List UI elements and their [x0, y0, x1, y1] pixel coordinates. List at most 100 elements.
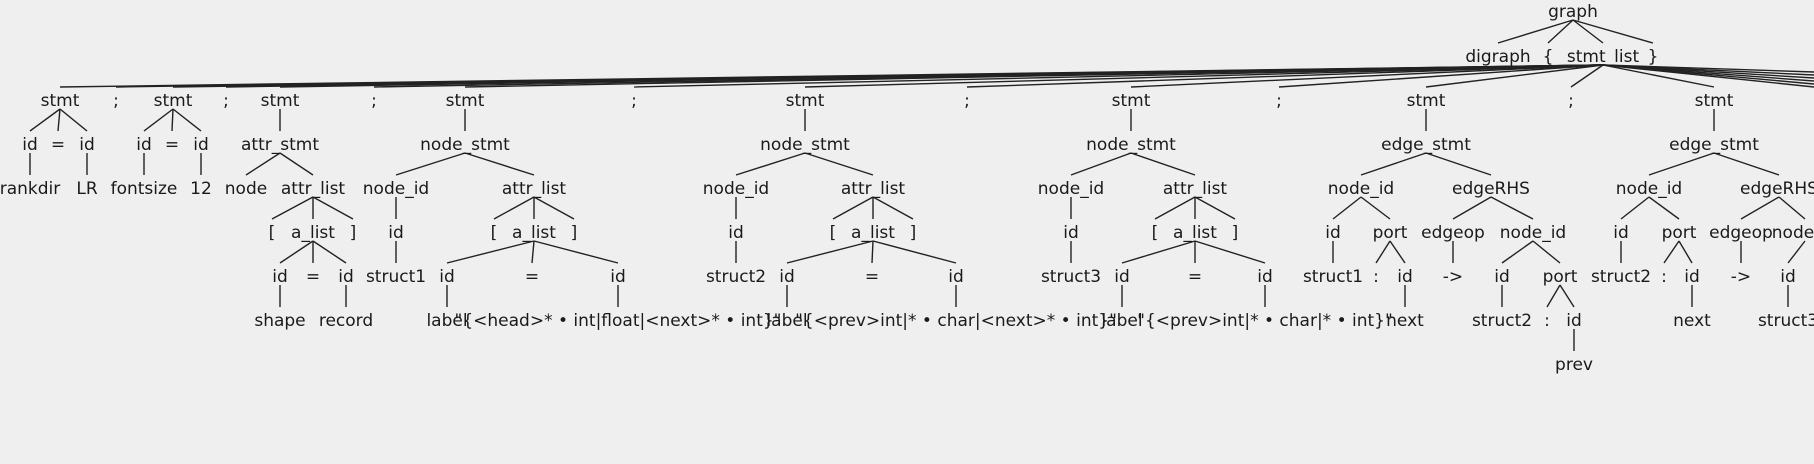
- tree-edge-stmt_list-sc4: [633, 64, 1604, 88]
- node-id: id: [136, 135, 152, 155]
- node-node-stmt: node_stmt: [1086, 135, 1176, 155]
- node-next: next: [1386, 311, 1424, 331]
- node-symbol: =: [865, 267, 879, 287]
- tree-edge-s5_ns-s5_al: [804, 152, 874, 176]
- tree-labels: graphdigraph{stmt_list}stmt;stmt;stmt;st…: [0, 2, 1814, 375]
- node-symbol: [: [830, 223, 837, 243]
- tree-edge-graph-rbrace: [1572, 19, 1654, 44]
- node-symbol: ]: [910, 223, 917, 243]
- tree-edge-s7_es-s7_nid: [1360, 152, 1427, 176]
- node-label: label: [1101, 311, 1142, 331]
- node-port: port: [1662, 223, 1697, 243]
- node-id: id: [193, 135, 209, 155]
- tree-edge-stmt_list-sc5: [966, 64, 1604, 88]
- node-stmt: stmt: [41, 91, 80, 111]
- tree-edge-s8_nid-s8_nidid: [1620, 196, 1650, 220]
- node-head-int-float-next-int: "{<head>* • int|float|<next>* • int}": [455, 311, 782, 331]
- node-id: id: [338, 267, 354, 287]
- tree-edge-s3_as-s3_node: [245, 152, 281, 176]
- tree-edge-s7_nid2-s7_port2: [1532, 240, 1561, 264]
- node-node-stmt: node_stmt: [420, 135, 510, 155]
- node-stmt: stmt: [1112, 91, 1151, 111]
- tree-edge-s2-s2_id2: [172, 108, 202, 132]
- node-struct1: struct1: [366, 267, 426, 287]
- node-symbol: :: [1544, 311, 1550, 331]
- node-symbol: {: [1543, 47, 1554, 67]
- tree-edge-s3_alist-s3_id1: [279, 240, 314, 264]
- node-struct2: struct2: [706, 267, 766, 287]
- node-stmt: stmt: [1695, 91, 1734, 111]
- node-node-id: node_id: [1616, 179, 1682, 199]
- tree-edge-s6_alist-s6_id2: [1194, 240, 1266, 264]
- tree-edge-graph-stmt_list: [1572, 19, 1604, 44]
- node-symbol: }: [1648, 47, 1659, 67]
- node-id: id: [1613, 223, 1629, 243]
- tree-edge-s7_nid-s7_port: [1360, 196, 1391, 220]
- node-struct3: struct3: [1758, 311, 1814, 331]
- tree-edge-s4_alist-s4_eq: [531, 240, 535, 264]
- node-attr-list: attr_list: [281, 179, 346, 199]
- tree-edge-s8_es-s8_nid: [1648, 152, 1715, 176]
- node-symbol: [: [269, 223, 276, 243]
- node-symbol: ]: [1232, 223, 1239, 243]
- node-symbol: ->: [1443, 267, 1463, 287]
- tree-edge-s6_al-s6_rb: [1194, 196, 1236, 220]
- node-a-list: a_list: [512, 223, 556, 243]
- tree-edge-s8_nid2-s8_nid2id: [1787, 240, 1806, 264]
- node-prev-int-char-next-int: "{<prev>int|* • char|<next>* • int}": [795, 311, 1117, 331]
- tree-edge-stmt_list-s6: [1130, 64, 1604, 88]
- node-id: id: [1114, 267, 1130, 287]
- node-id: id: [779, 267, 795, 287]
- tree-edge-s7_port2-s7_colon2: [1546, 284, 1561, 308]
- tree-edge-stmt_list-sc6: [1278, 64, 1604, 88]
- node-stmt: stmt: [1407, 91, 1446, 111]
- tree-edge-graph-lbrace: [1547, 19, 1574, 44]
- node-struct2: struct2: [1472, 311, 1532, 331]
- node-id: id: [1494, 267, 1510, 287]
- node-label: label: [766, 311, 807, 331]
- tree-edge-s6_ns-s6_al: [1130, 152, 1196, 176]
- tree-edge-graph-digraph: [1497, 19, 1574, 44]
- node-id: id: [388, 223, 404, 243]
- node-prev: prev: [1555, 355, 1593, 375]
- node-id: id: [1325, 223, 1341, 243]
- tree-edge-s7_rhs-s7_nid2: [1490, 196, 1534, 220]
- tree-edge-stmt_list-s7: [1425, 64, 1604, 88]
- node-struct1: struct1: [1303, 267, 1363, 287]
- tree-edge-s7_rhs-s7_op: [1452, 196, 1492, 220]
- node-id: id: [948, 267, 964, 287]
- node-symbol: ;: [113, 91, 119, 111]
- tree-edge-s8_port-s8_portid: [1678, 240, 1693, 264]
- node-node-id: node_id: [1038, 179, 1104, 199]
- tree-edge-s7_nid2-s7_nid2id: [1501, 240, 1534, 264]
- tree-edge-s8_es-s8_rhs: [1713, 152, 1780, 176]
- node-id: id: [1257, 267, 1273, 287]
- tree-edge-s5_al-s5_rb: [872, 196, 914, 220]
- tree-edge-s4_al-s4_lb: [493, 196, 535, 220]
- tree-edge-stmt_list-s5: [804, 64, 1604, 88]
- tree-edge-s1-s1_eq: [57, 108, 61, 132]
- tree-edge-s5_ns-s5_nid: [735, 152, 806, 176]
- tree-edge-s5_alist-s5_eq: [871, 240, 874, 264]
- tree-edge-stmt_list-sc7: [1570, 64, 1604, 88]
- node-struct2: struct2: [1591, 267, 1651, 287]
- tree-edge-s5_alist-s5_id1: [786, 240, 874, 264]
- node-symbol: =: [525, 267, 539, 287]
- node-node-id: node_id: [1772, 223, 1814, 243]
- node-stmt: stmt: [261, 91, 300, 111]
- node-node-id: node_id: [363, 179, 429, 199]
- tree-edge-s4_alist-s4_id2: [533, 240, 619, 264]
- node-next: next: [1673, 311, 1711, 331]
- tree-edge-s6_alist-s6_id1: [1121, 240, 1196, 264]
- node-struct3: struct3: [1041, 267, 1101, 287]
- tree-edge-s7_port2-s7_port2id: [1559, 284, 1575, 308]
- node-id: id: [728, 223, 744, 243]
- tree-edge-s4_ns-s4_al: [464, 152, 535, 176]
- node-digraph: digraph: [1465, 47, 1530, 67]
- node-record: record: [319, 311, 373, 331]
- node-prev-int-char-int: "{<prev>int|* • char|* • int}": [1137, 311, 1393, 331]
- node-node-id: node_id: [703, 179, 769, 199]
- node-symbol: [: [1152, 223, 1159, 243]
- tree-edge-s7_port-s7_portid: [1389, 240, 1406, 264]
